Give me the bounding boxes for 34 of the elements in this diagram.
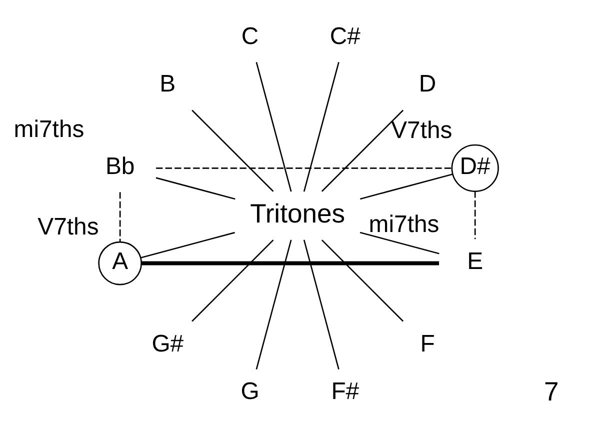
connector: [360, 232, 440, 254]
node-text: C: [241, 23, 259, 50]
node-label: mi7ths: [368, 210, 440, 238]
node-text: Tritones: [250, 198, 346, 228]
node-circle: D#: [451, 144, 499, 192]
label: 7: [544, 376, 559, 406]
node-text: E: [467, 248, 484, 276]
connector: [256, 240, 292, 370]
node-text: F#: [331, 378, 360, 406]
node-label: V7ths: [391, 116, 452, 144]
node-text: C#: [330, 23, 360, 50]
connector: [142, 261, 440, 266]
connector: [156, 168, 452, 169]
node-text: Bb: [105, 153, 135, 180]
connector: [474, 191, 476, 240]
connector: [321, 240, 404, 322]
node-label: V7ths: [38, 214, 99, 241]
connector: [192, 110, 274, 192]
connector: [303, 62, 340, 192]
connector: [321, 110, 404, 192]
connector: [140, 232, 235, 258]
node-circle: A: [98, 241, 142, 286]
connector: [192, 240, 274, 322]
node-text: F: [420, 330, 435, 358]
connector: [360, 173, 454, 200]
connector: [119, 192, 121, 242]
node-text: G: [240, 378, 260, 406]
connector: [303, 240, 340, 370]
connector: [156, 177, 236, 200]
node-text: D: [418, 70, 436, 98]
node-text: B: [160, 70, 176, 98]
node-label: mi7ths: [14, 116, 84, 143]
connector: [256, 62, 292, 192]
node-text: G#: [152, 330, 184, 358]
